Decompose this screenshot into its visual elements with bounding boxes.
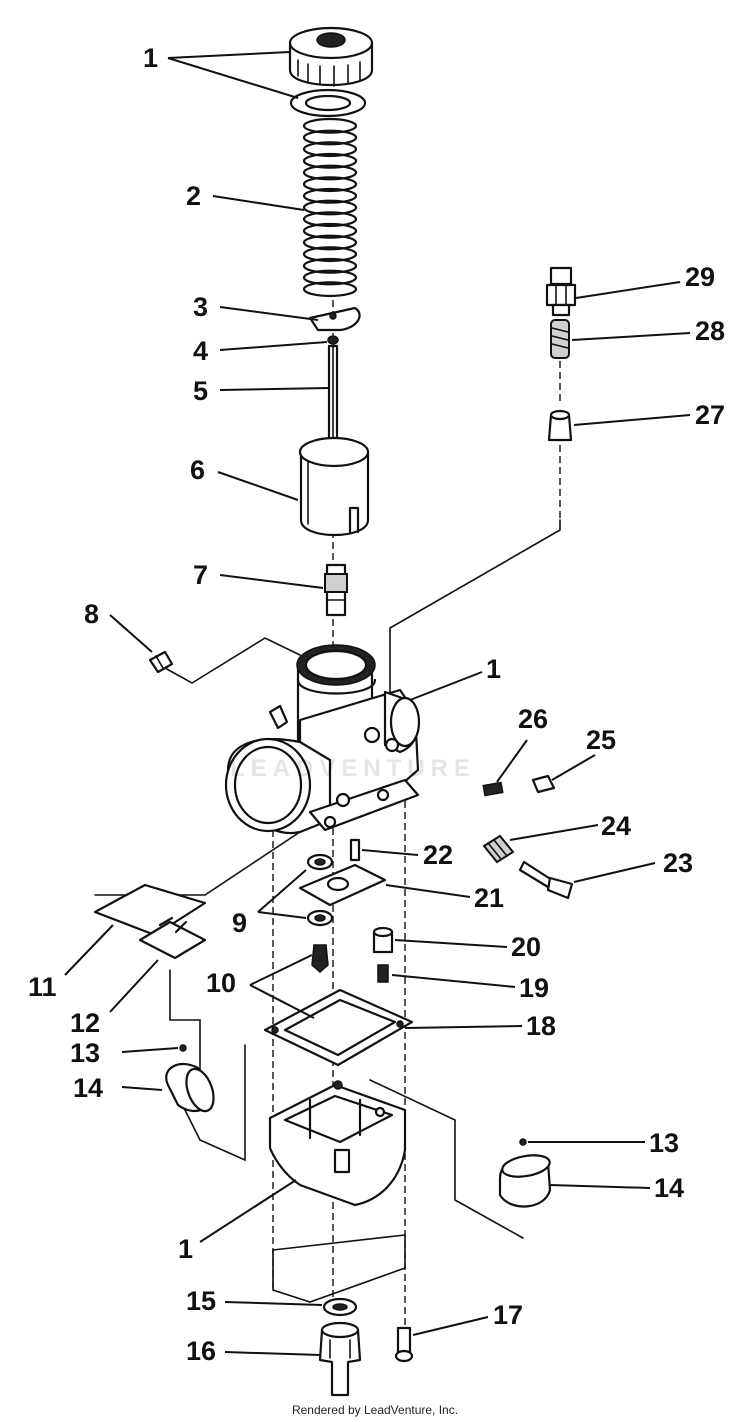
drain-plug-16-part <box>318 1321 362 1397</box>
spring-coil <box>302 176 358 193</box>
label-21: 21 <box>474 883 505 913</box>
spring-coil <box>302 234 358 251</box>
label-8-pilot-jet: 8 <box>84 599 100 629</box>
label-3-plate: 3 <box>193 292 209 322</box>
spring-coil <box>302 152 358 169</box>
spring-24-part <box>482 834 515 864</box>
watermark: LEADVENTURE <box>230 755 477 782</box>
label-27: 27 <box>695 400 726 430</box>
screw-22-part <box>349 838 361 862</box>
label-1-bowl: 1 <box>178 1234 194 1264</box>
spring-coil <box>302 199 358 216</box>
screw-23-part <box>518 860 574 900</box>
spring-coil <box>302 211 358 228</box>
float-bowl-part <box>268 1080 407 1207</box>
label-19: 19 <box>519 973 550 1003</box>
washer-9a-part <box>306 853 334 871</box>
gasket-18-part <box>263 988 414 1067</box>
label-6-throttle-valve: 6 <box>190 455 206 485</box>
spring-coil <box>302 246 358 263</box>
label-11: 11 <box>28 972 57 1002</box>
screw-17-part <box>394 1326 414 1363</box>
label-17: 17 <box>493 1300 524 1330</box>
spring-coil <box>302 187 358 204</box>
label-22: 22 <box>423 840 454 870</box>
label-13-right: 13 <box>649 1128 680 1158</box>
washer-part <box>289 88 367 118</box>
fitting-27-part <box>547 409 573 442</box>
label-16: 16 <box>186 1336 217 1366</box>
spring-28-part <box>550 319 570 359</box>
label-25: 25 <box>586 725 617 755</box>
label-24: 24 <box>601 811 632 841</box>
label-7-needle-jet: 7 <box>193 560 209 590</box>
part-20 <box>372 926 394 954</box>
label-12: 12 <box>70 1008 101 1038</box>
plate-21-part <box>298 863 387 907</box>
label-4-clip: 4 <box>193 336 209 366</box>
spring-coil <box>302 164 358 181</box>
cap-part <box>288 26 374 87</box>
label-28: 28 <box>695 316 726 346</box>
carburetor-body-part <box>224 644 421 835</box>
part-25 <box>531 774 556 794</box>
label-1-cap: 1 <box>143 43 159 73</box>
part-19 <box>377 964 389 983</box>
label-29: 29 <box>685 262 716 292</box>
render-credit: Rendered by LeadVenture, Inc. <box>291 1403 459 1417</box>
clip-part <box>327 335 339 345</box>
part-26 <box>482 781 504 797</box>
needle-part <box>327 344 339 443</box>
spring-coil <box>302 257 358 274</box>
float-left-part <box>165 1044 215 1113</box>
spring-coil <box>302 141 358 158</box>
pilot-jet-part <box>148 650 174 674</box>
label-13-left: 13 <box>70 1038 101 1068</box>
label-2-spring: 2 <box>186 181 202 211</box>
spring-coil <box>302 222 358 239</box>
label-15: 15 <box>186 1286 217 1316</box>
plate-part <box>308 306 361 332</box>
label-18: 18 <box>526 1011 557 1041</box>
o-ring-15-part <box>322 1297 358 1317</box>
spring-coil <box>302 269 358 286</box>
spring-coil <box>302 129 358 146</box>
label-23: 23 <box>663 848 694 878</box>
float-gauge-part <box>93 883 207 960</box>
label-1-body: 1 <box>486 654 502 684</box>
fitting-29-part <box>545 266 577 317</box>
float-right-part <box>498 1138 552 1208</box>
leader-lines <box>64 51 691 1356</box>
label-10: 10 <box>206 968 237 998</box>
spring-coil <box>302 117 358 134</box>
label-9: 9 <box>232 908 248 938</box>
spring-coil <box>302 281 358 298</box>
label-20: 20 <box>511 932 542 962</box>
spring-part <box>302 117 358 298</box>
label-14-left: 14 <box>73 1073 104 1103</box>
label-26: 26 <box>518 704 549 734</box>
throttle-valve-part <box>298 436 370 536</box>
label-5-needle: 5 <box>193 376 209 406</box>
needle-jet-part <box>324 563 348 617</box>
washer-9b-part <box>306 909 334 927</box>
label-14-right: 14 <box>654 1173 685 1203</box>
